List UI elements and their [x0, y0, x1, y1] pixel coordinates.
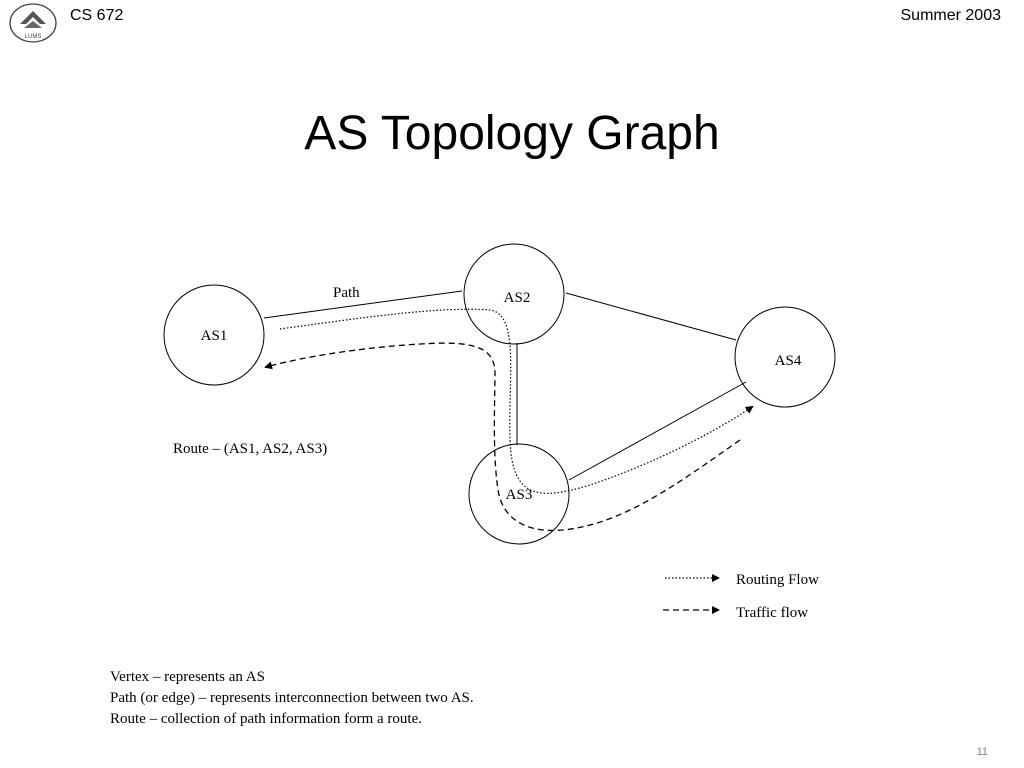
node-as3-label: AS3 — [506, 487, 533, 503]
routing-flow-arrow — [279, 308, 754, 494]
svg-text:LUMS: LUMS — [25, 34, 42, 40]
node-as4: AS4 — [734, 306, 836, 408]
node-as4-label: AS4 — [775, 353, 802, 369]
definition-vertex: Vertex – represents an AS — [110, 669, 265, 685]
node-as1-label: AS1 — [201, 328, 228, 344]
legend-traffic-label: Traffic flow — [736, 605, 808, 621]
edge-as1-as2 — [263, 290, 463, 319]
node-as3: AS3 — [468, 443, 570, 545]
node-as1: AS1 — [163, 284, 265, 386]
lums-logo-icon: LUMS — [9, 3, 57, 43]
term-label: Summer 2003 — [900, 7, 1002, 24]
edge-as2-as4 — [565, 292, 737, 341]
course-code: CS 672 — [70, 7, 124, 24]
definitions-list: Vertex – represents an AS Path (or edge)… — [110, 667, 474, 730]
node-as2-label: AS2 — [504, 290, 531, 306]
slide-title: AS Topology Graph — [304, 107, 720, 160]
traffic-flow-arrow — [264, 342, 741, 532]
edge-as3-as4 — [568, 381, 747, 481]
path-label: Path — [333, 285, 360, 301]
legend-routing-label: Routing Flow — [736, 572, 819, 588]
route-label: Route – (AS1, AS2, AS3) — [173, 441, 327, 457]
node-as2: AS2 — [463, 243, 565, 345]
legend: Routing Flow Traffic flow — [663, 572, 819, 621]
definition-path: Path (or edge) – represents interconnect… — [110, 690, 474, 706]
page-number: 11 — [976, 746, 988, 758]
definition-route: Route – collection of path information f… — [110, 711, 422, 727]
